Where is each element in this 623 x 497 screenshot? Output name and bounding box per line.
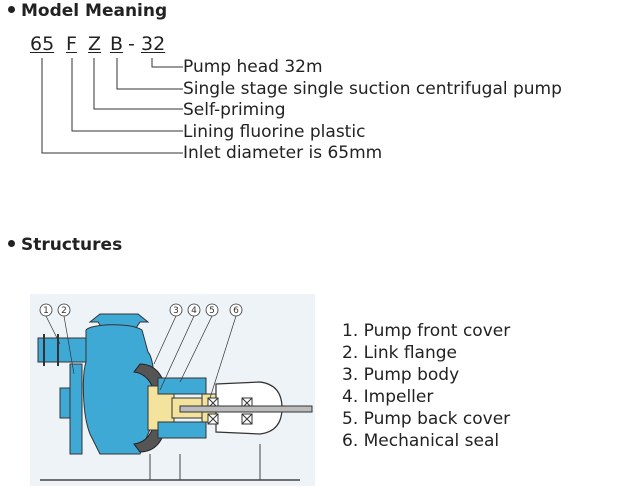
code-inlet-diameter: 65 xyxy=(30,33,55,55)
link-flange xyxy=(69,363,83,455)
code-lining: F xyxy=(66,33,77,55)
desc-self-priming: Self-priming xyxy=(183,100,286,120)
inlet-flange xyxy=(37,337,87,363)
pump-cross-section-diagram: 1 2 3 4 5 6 xyxy=(30,294,315,486)
leader-line-pump-head xyxy=(151,58,183,68)
callout-2: 2 xyxy=(61,306,67,316)
model-leader-lines xyxy=(41,58,183,154)
callout-1: 1 xyxy=(43,306,49,316)
leader-line-lining xyxy=(71,58,183,132)
callout-4: 4 xyxy=(191,306,197,316)
model-meaning-heading: Model Meaning xyxy=(8,1,167,21)
leader-line-inlet xyxy=(41,58,183,154)
bullet-icon xyxy=(8,5,15,13)
desc-single-stage: Single stage single suction centrifugal … xyxy=(183,79,562,99)
code-self-priming: Z xyxy=(88,33,102,55)
legend-item-back-cover: 5. Pump back cover xyxy=(342,409,511,429)
code-separator: - xyxy=(128,33,135,55)
legend-item-link-flange: 2. Link flange xyxy=(342,343,457,363)
code-single-stage: B xyxy=(110,33,124,55)
pump-front-cover xyxy=(82,324,156,455)
structures-heading: Structures xyxy=(8,235,122,255)
desc-lining: Lining fluorine plastic xyxy=(183,122,366,142)
bullet-icon xyxy=(8,239,15,247)
desc-inlet: Inlet diameter is 65mm xyxy=(183,143,383,163)
outlet-flange xyxy=(88,313,150,329)
pump-shaft xyxy=(179,405,313,413)
code-pump-head: 32 xyxy=(141,33,166,55)
legend-item-mechanical-seal: 6. Mechanical seal xyxy=(342,431,500,451)
legend-item-front-cover: 1. Pump front cover xyxy=(342,321,511,341)
model-meaning-title: Model Meaning xyxy=(21,1,168,21)
leader-line-self-priming xyxy=(93,58,183,110)
leader-line-single-stage xyxy=(116,58,183,90)
callout-3: 3 xyxy=(173,306,179,316)
legend-item-pump-body: 3. Pump body xyxy=(342,365,460,385)
callout-6: 6 xyxy=(233,306,239,316)
structures-title: Structures xyxy=(21,235,123,255)
structures-legend: 1. Pump front cover 2. Link flange 3. Pu… xyxy=(342,320,510,452)
desc-pump-head: Pump head 32m xyxy=(183,57,323,77)
callout-5: 5 xyxy=(209,306,215,316)
legend-item-impeller: 4. Impeller xyxy=(342,387,434,407)
